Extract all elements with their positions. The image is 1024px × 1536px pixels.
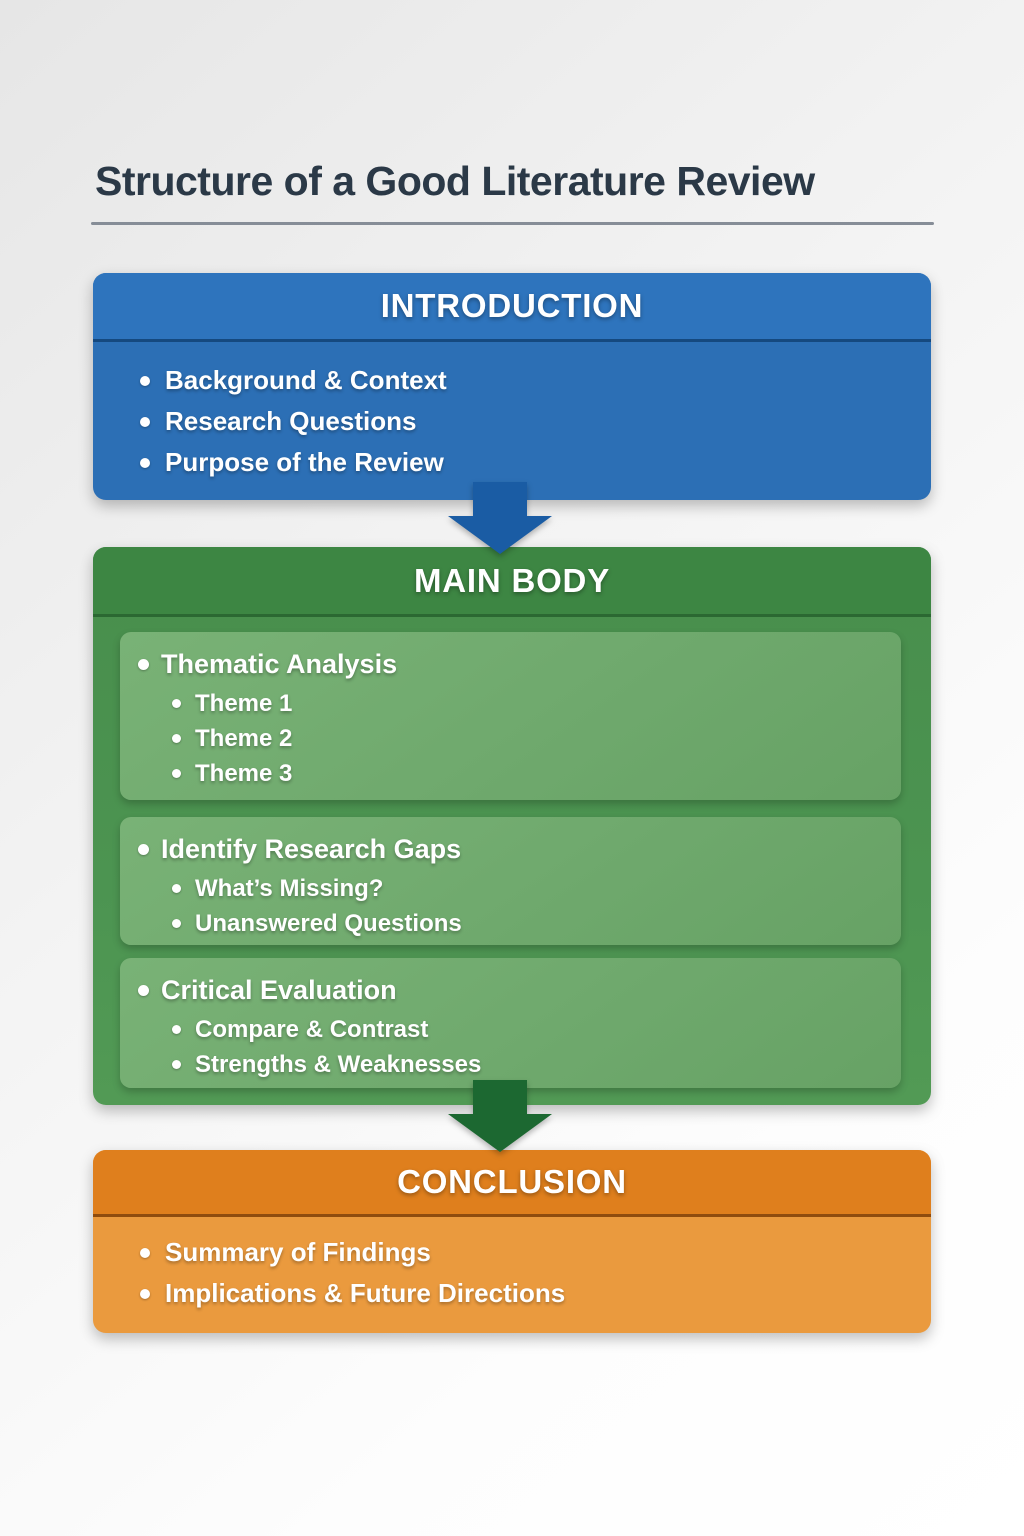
list-item: Unanswered Questions <box>172 906 881 941</box>
bullet-text: Purpose of the Review <box>165 447 444 477</box>
bullet-text: Unanswered Questions <box>195 909 462 937</box>
bullet-text: Implications & Future Directions <box>165 1278 566 1308</box>
bullet-text: What’s Missing? <box>195 874 384 902</box>
introduction-header: INTRODUCTION <box>93 273 931 342</box>
bullet-text: Compare & Contrast <box>195 1015 429 1043</box>
bullet-dot-icon <box>140 416 150 427</box>
conclusion-header: CONCLUSION <box>93 1150 931 1217</box>
arrow-down-icon <box>448 1080 552 1152</box>
bullet-text: Summary of Findings <box>165 1237 431 1267</box>
list-item: Implications & Future Directions <box>140 1273 901 1314</box>
list-item: Summary of Findings <box>140 1232 901 1273</box>
bullet-dot-icon <box>138 658 149 670</box>
main-body-box: MAIN BODY Thematic Analysis Theme 1 Them… <box>93 547 931 1105</box>
bullet-text: Theme 2 <box>195 724 293 752</box>
arrow-down-icon <box>448 482 552 554</box>
bullet-dot-icon <box>140 1288 150 1299</box>
list-item: Research Questions <box>140 401 901 442</box>
bullet-dot-icon <box>172 699 181 708</box>
thematic-analysis-subbox: Thematic Analysis Theme 1 Theme 2 Theme … <box>120 632 901 800</box>
bullet-dot-icon <box>172 1025 181 1034</box>
conclusion-box: CONCLUSION Summary of Findings Implicati… <box>93 1150 931 1333</box>
list-item: What’s Missing? <box>172 871 881 906</box>
subsection-title: Critical Evaluation <box>161 974 397 1005</box>
bullet-dot-icon <box>140 375 150 386</box>
list-item: Compare & Contrast <box>172 1012 881 1047</box>
bullet-dot-icon <box>140 457 150 468</box>
bullet-dot-icon <box>172 884 181 893</box>
bullet-dot-icon <box>138 843 149 855</box>
list-item: Theme 3 <box>172 756 881 791</box>
main-body-header: MAIN BODY <box>93 547 931 617</box>
list-item: Theme 1 <box>172 686 881 721</box>
title-underline <box>91 222 934 225</box>
list-item: Purpose of the Review <box>140 442 901 483</box>
bullet-dot-icon <box>138 984 149 996</box>
bullet-dot-icon <box>172 769 181 778</box>
bullet-dot-icon <box>140 1247 150 1258</box>
critical-evaluation-subbox: Critical Evaluation Compare & Contrast S… <box>120 958 901 1088</box>
bullet-text: Theme 3 <box>195 759 293 787</box>
bullet-text: Research Questions <box>165 406 417 436</box>
list-item: Background & Context <box>140 360 901 401</box>
bullet-dot-icon <box>172 919 181 928</box>
subsection-title-row: Identify Research Gaps <box>138 817 881 871</box>
bullet-dot-icon <box>172 1060 181 1069</box>
subsection-title-row: Thematic Analysis <box>138 632 881 686</box>
bullet-dot-icon <box>172 734 181 743</box>
introduction-box: INTRODUCTION Background & Context Resear… <box>93 273 931 500</box>
list-item: Strengths & Weaknesses <box>172 1047 881 1082</box>
subsection-title: Identify Research Gaps <box>161 833 462 864</box>
conclusion-body: Summary of Findings Implications & Futur… <box>93 1217 931 1314</box>
list-item: Theme 2 <box>172 721 881 756</box>
bullet-text: Theme 1 <box>195 689 293 717</box>
bullet-text: Strengths & Weaknesses <box>195 1050 482 1078</box>
bullet-text: Background & Context <box>165 365 447 395</box>
subsection-title-row: Critical Evaluation <box>138 958 881 1012</box>
introduction-body: Background & Context Research Questions … <box>93 342 931 483</box>
research-gaps-subbox: Identify Research Gaps What’s Missing? U… <box>120 817 901 945</box>
page-title: Structure of a Good Literature Review <box>95 158 815 204</box>
subsection-title: Thematic Analysis <box>161 648 398 679</box>
